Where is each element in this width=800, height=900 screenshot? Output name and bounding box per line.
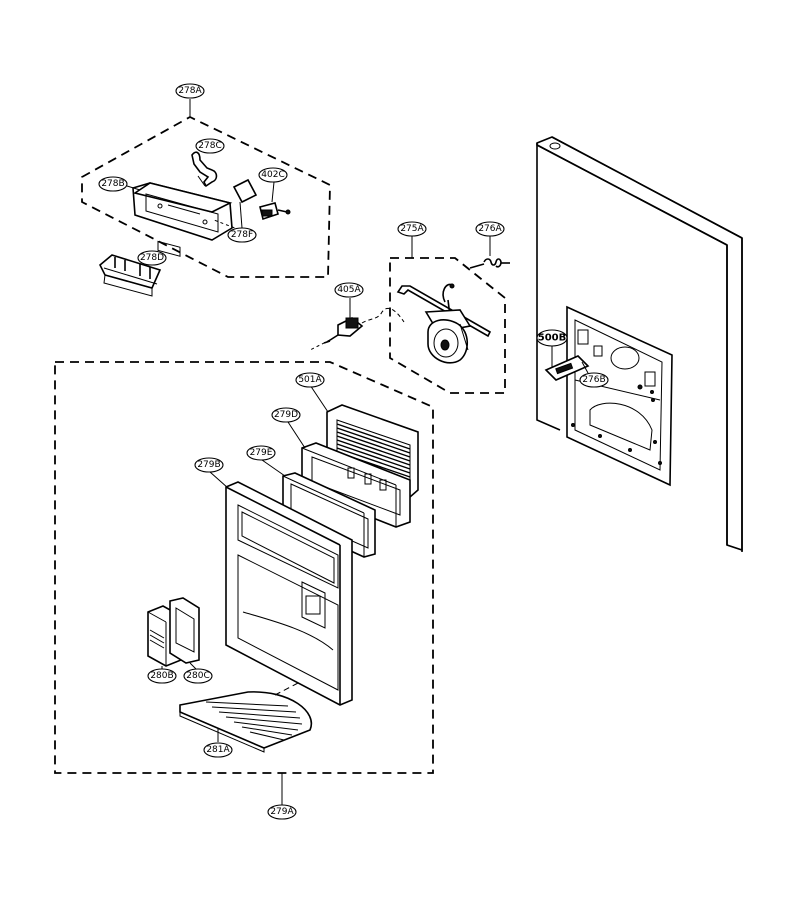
label-278C: 278C bbox=[195, 138, 225, 154]
label-279D-text: 279D bbox=[274, 410, 298, 420]
label-276A: 276A bbox=[475, 221, 505, 237]
label-279A-text: 279A bbox=[270, 807, 294, 817]
part-278D-bracket bbox=[99, 254, 162, 297]
label-279B-text: 279B bbox=[197, 460, 220, 470]
part-275A-solenoid bbox=[396, 283, 492, 364]
part-door bbox=[536, 136, 743, 552]
label-280C-text: 280C bbox=[186, 671, 209, 681]
label-281A-text: 281A bbox=[206, 745, 230, 755]
label-280B: 280B bbox=[147, 668, 177, 684]
part-278F-pad bbox=[232, 178, 258, 229]
label-280C: 280C bbox=[183, 668, 213, 684]
label-275A: 275A bbox=[397, 221, 427, 237]
part-500B-board bbox=[544, 346, 590, 381]
label-278B-text: 278B bbox=[101, 179, 124, 189]
label-278D: 278D bbox=[137, 250, 167, 266]
label-281A: 281A bbox=[203, 742, 233, 758]
label-278F: 278F bbox=[227, 227, 257, 243]
label-278B: 278B bbox=[98, 176, 141, 192]
part-281A-tray bbox=[179, 682, 313, 753]
label-405A: 405A bbox=[334, 282, 364, 298]
group-278A bbox=[81, 99, 331, 278]
label-275A-text: 275A bbox=[400, 224, 424, 234]
part-402C-switch bbox=[259, 181, 291, 221]
label-402C-text: 402C bbox=[261, 170, 284, 180]
label-405A-text: 405A bbox=[337, 285, 361, 295]
label-276A-text: 276A bbox=[478, 224, 502, 234]
part-278C-lever bbox=[191, 151, 218, 188]
label-402C: 402C bbox=[258, 167, 288, 183]
label-278F-text: 278F bbox=[231, 230, 253, 240]
part-405A-switch bbox=[323, 298, 405, 344]
label-279A: 279A bbox=[267, 804, 297, 820]
label-501A: 501A bbox=[295, 372, 325, 388]
label-279B: 279B bbox=[194, 457, 224, 473]
part-276A-spring bbox=[469, 236, 510, 269]
label-279D: 279D bbox=[271, 407, 301, 423]
label-280B-text: 280B bbox=[150, 671, 173, 681]
part-280C-frame bbox=[169, 597, 200, 670]
label-278A-text: 278A bbox=[178, 86, 202, 96]
label-279E-text: 279E bbox=[250, 448, 273, 458]
label-276B: 276B bbox=[579, 361, 609, 388]
label-279E: 279E bbox=[246, 445, 276, 461]
part-278B-housing bbox=[132, 182, 233, 257]
part-279B-bezel bbox=[209, 471, 353, 706]
group-279A bbox=[54, 361, 434, 805]
label-500B: 500B bbox=[536, 329, 568, 347]
label-278C-text: 278C bbox=[198, 141, 221, 151]
group-275A bbox=[389, 236, 506, 394]
label-500B-text: 500B bbox=[538, 333, 567, 344]
label-278A: 278A bbox=[175, 83, 205, 99]
label-276B-text: 276B bbox=[582, 375, 605, 385]
label-278D-text: 278D bbox=[140, 253, 164, 263]
label-501A-text: 501A bbox=[298, 375, 322, 385]
